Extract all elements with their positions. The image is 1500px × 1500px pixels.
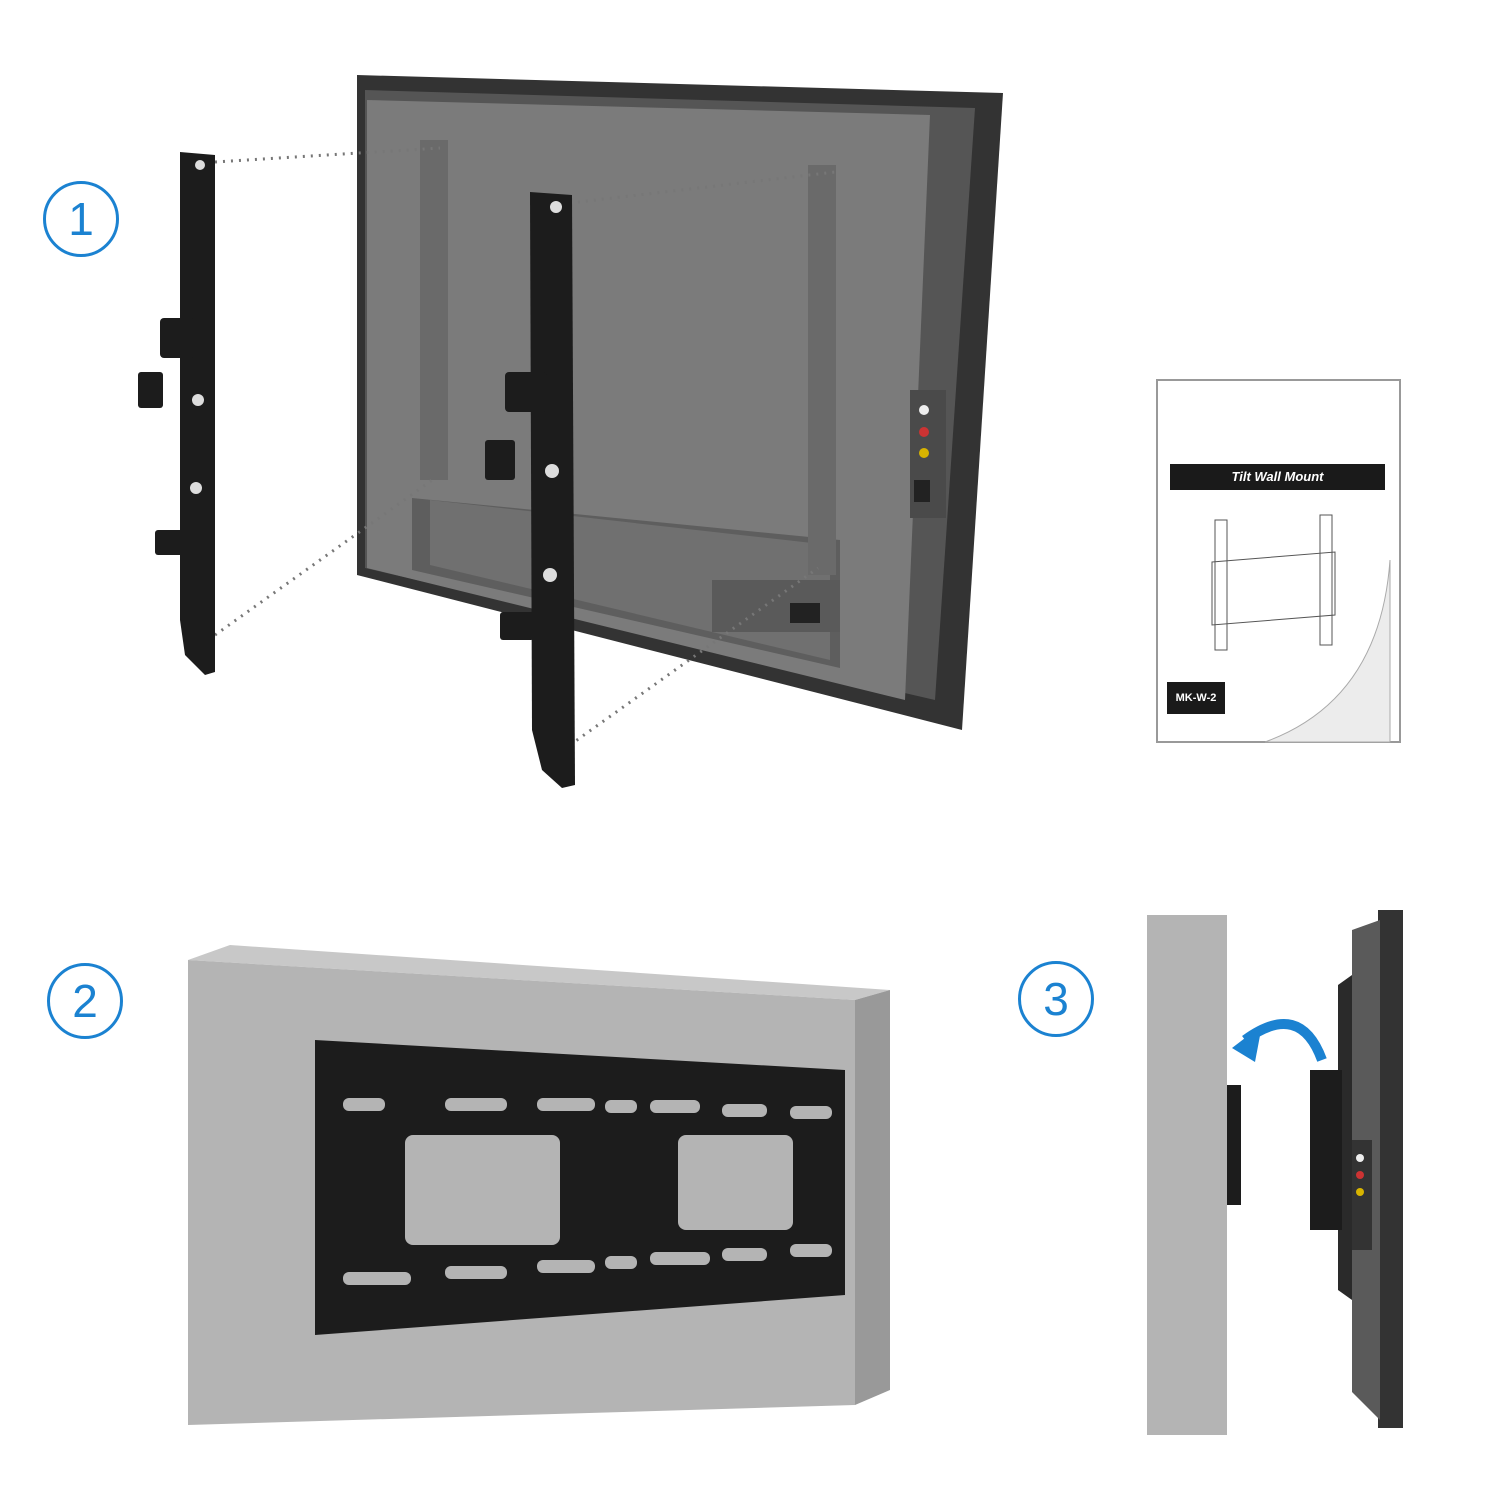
wall-block — [188, 945, 890, 1425]
power-socket-icon — [790, 603, 820, 623]
manual-title: Tilt Wall Mount — [1170, 464, 1385, 490]
power-port-area — [712, 580, 840, 632]
side-view — [1147, 910, 1403, 1435]
hdmi-port-icon — [914, 480, 930, 502]
wall-side — [1147, 915, 1227, 1435]
plate-slots — [343, 1098, 832, 1285]
tv-back — [357, 75, 1003, 730]
step-2-badge: 2 — [47, 963, 123, 1039]
step-1-badge: 1 — [43, 181, 119, 257]
right-bracket — [485, 192, 575, 788]
instruction-manual — [1156, 379, 1401, 743]
plate-cutout-left — [405, 1135, 560, 1245]
alignment-lines — [214, 146, 836, 747]
plate-cutout-right — [678, 1135, 793, 1230]
wall-plate — [315, 1040, 845, 1335]
manual-model-label: MK-W-2 — [1167, 682, 1225, 714]
wall-plate-side — [1227, 1085, 1241, 1205]
tv-bracket-side — [1310, 1070, 1342, 1230]
left-bracket — [138, 152, 215, 675]
step-3-badge: 3 — [1018, 961, 1094, 1037]
tv-side-frame — [1378, 910, 1403, 1428]
